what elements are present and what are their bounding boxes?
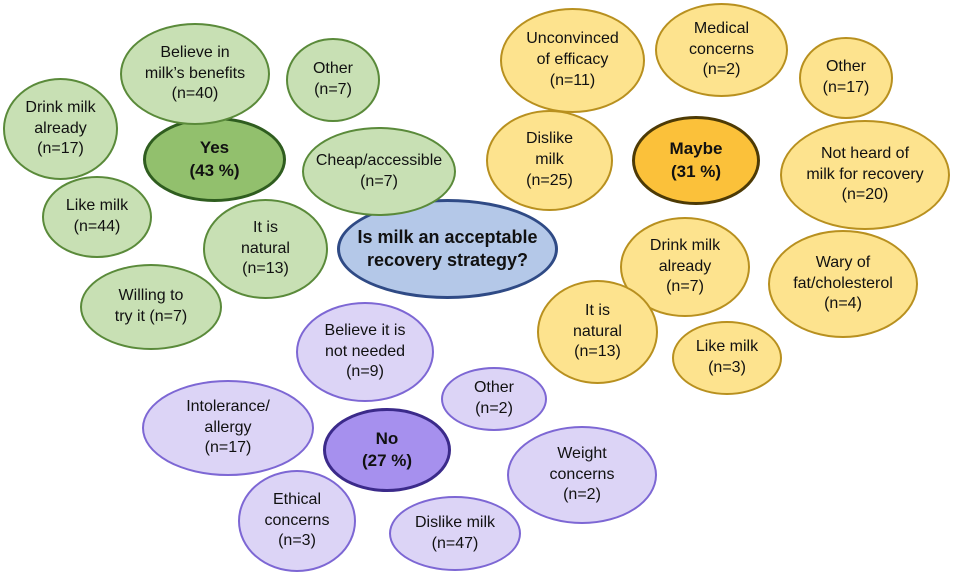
no-weight-bubble: Weight concerns (n=2) xyxy=(507,426,657,524)
no-other-text: Other (n=2) xyxy=(473,379,514,417)
maybe-other-bubble: Other (n=17) xyxy=(799,37,893,119)
no-ethical-text: Ethical concerns (n=3) xyxy=(264,490,330,550)
maybe-other-text: Other (n=17) xyxy=(822,58,870,96)
yes-drink-already-text: Drink milk already (n=17) xyxy=(25,98,96,158)
yes-natural-bubble: It is natural (n=13) xyxy=(203,199,328,299)
yes-cheap-text: Cheap/accessible (n=7) xyxy=(315,151,443,190)
maybe-drink-already-bubble: Drink milk already (n=7) xyxy=(620,217,750,317)
maybe-not-heard-text: Not heard of milk for recovery (n=20) xyxy=(806,144,924,204)
center-question-text: Is milk an acceptable recovery strategy? xyxy=(357,226,538,270)
no-dislike-bubble: Dislike milk (n=47) xyxy=(389,496,521,571)
maybe-not-heard-bubble: Not heard of milk for recovery (n=20) xyxy=(780,120,950,230)
maybe-unconvinced-bubble: Unconvinced of efficacy (n=11) xyxy=(500,8,645,113)
no-other-bubble: Other (n=2) xyxy=(441,367,547,431)
maybe-dislike-bubble: Dislike milk (n=25) xyxy=(486,110,613,211)
maybe-wary-bubble: Wary of fat/cholesterol (n=4) xyxy=(768,230,918,338)
maybe-core-text: Maybe (31 %) xyxy=(669,139,723,181)
yes-willing-bubble: Willing to try it (n=7) xyxy=(80,264,222,350)
yes-drink-already-bubble: Drink milk already (n=17) xyxy=(3,78,118,180)
no-core-text: No (27 %) xyxy=(361,428,413,470)
no-not-needed-text: Believe it is not needed (n=9) xyxy=(324,321,406,381)
maybe-medical-text: Medical concerns (n=2) xyxy=(689,19,754,79)
yes-believe-benefits-text: Believe in milk’s benefits (n=40) xyxy=(144,43,246,103)
yes-other-bubble: Other (n=7) xyxy=(286,38,380,122)
maybe-drink-already-text: Drink milk already (n=7) xyxy=(649,236,721,296)
no-intolerance-text: Intolerance/ allergy (n=17) xyxy=(186,397,270,457)
maybe-natural-text: It is natural (n=13) xyxy=(573,301,622,361)
yes-believe-benefits-bubble: Believe in milk’s benefits (n=40) xyxy=(120,23,270,125)
no-dislike-text: Dislike milk (n=47) xyxy=(415,513,495,552)
yes-natural-text: It is natural (n=13) xyxy=(241,218,290,278)
maybe-medical-bubble: Medical concerns (n=2) xyxy=(655,3,788,97)
yes-core-text: Yes (43 %) xyxy=(189,138,240,180)
center-question-bubble: Is milk an acceptable recovery strategy? xyxy=(337,199,558,299)
yes-core-bubble: Yes (43 %) xyxy=(143,117,286,202)
maybe-core-bubble: Maybe (31 %) xyxy=(632,116,760,205)
maybe-wary-text: Wary of fat/cholesterol (n=4) xyxy=(793,253,893,313)
yes-willing-text: Willing to try it (n=7) xyxy=(114,287,188,325)
maybe-natural-bubble: It is natural (n=13) xyxy=(537,280,658,384)
no-ethical-bubble: Ethical concerns (n=3) xyxy=(238,470,356,572)
yes-like-milk-bubble: Like milk (n=44) xyxy=(42,176,152,258)
yes-cheap-bubble: Cheap/accessible (n=7) xyxy=(302,127,456,216)
no-not-needed-bubble: Believe it is not needed (n=9) xyxy=(296,302,434,402)
maybe-like-milk-text: Like milk (n=3) xyxy=(695,338,759,376)
yes-other-text: Other (n=7) xyxy=(312,60,353,98)
no-weight-text: Weight concerns (n=2) xyxy=(549,444,615,504)
no-core-bubble: No (27 %) xyxy=(323,408,451,492)
yes-like-milk-text: Like milk (n=44) xyxy=(65,197,129,235)
maybe-like-milk-bubble: Like milk (n=3) xyxy=(672,321,782,395)
no-intolerance-bubble: Intolerance/ allergy (n=17) xyxy=(142,380,314,476)
maybe-unconvinced-text: Unconvinced of efficacy (n=11) xyxy=(526,30,619,89)
maybe-dislike-text: Dislike milk (n=25) xyxy=(525,130,574,189)
